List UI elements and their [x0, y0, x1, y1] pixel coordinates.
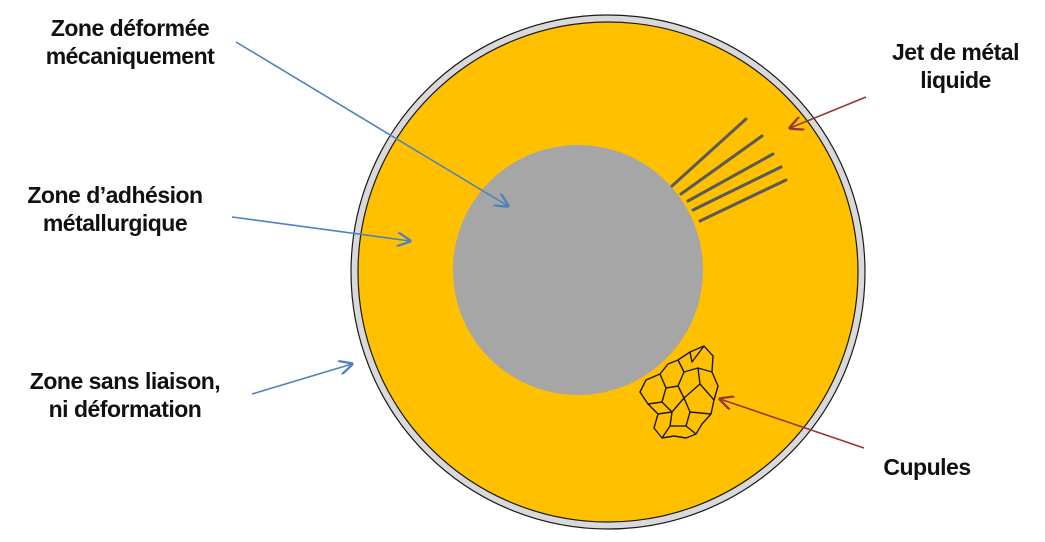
label-deformed-zone-line2: mécaniquement — [45, 43, 215, 69]
liquid-metal-jet-lines — [670, 117, 788, 223]
arrow-liquid-jet — [790, 96, 867, 128]
label-cupules-line1: Cupules — [883, 454, 971, 480]
label-no-bond-zone-line1: Zone sans liaison, — [29, 368, 221, 394]
label-deformed-zone: Zone déformée mécaniquement — [0, 14, 260, 70]
label-liquid-jet-line2: liquide — [920, 67, 991, 93]
label-adhesion-zone: Zone d’adhésion métallurgique — [0, 181, 230, 237]
label-deformed-zone-line1: Zone déformée — [50, 15, 210, 41]
arrow-adhesion-zone — [231, 216, 410, 241]
label-liquid-jet-line1: Jet de métal — [892, 39, 1019, 65]
arrow-no-bond-zone — [251, 364, 352, 395]
label-adhesion-zone-line1: Zone d’adhésion — [27, 182, 203, 208]
cupules-cluster — [639, 345, 719, 439]
label-adhesion-zone-line2: métallurgique — [42, 210, 188, 236]
label-liquid-jet: Jet de métal liquide — [868, 38, 1043, 94]
label-no-bond-zone: Zone sans liaison, ni déformation — [0, 367, 250, 423]
arrow-deformed-zone — [235, 41, 508, 206]
core-deformed-zone — [453, 145, 703, 395]
label-cupules: Cupules — [862, 453, 992, 481]
arrow-cupules — [720, 399, 865, 449]
label-no-bond-zone-line2: ni déformation — [48, 396, 202, 422]
